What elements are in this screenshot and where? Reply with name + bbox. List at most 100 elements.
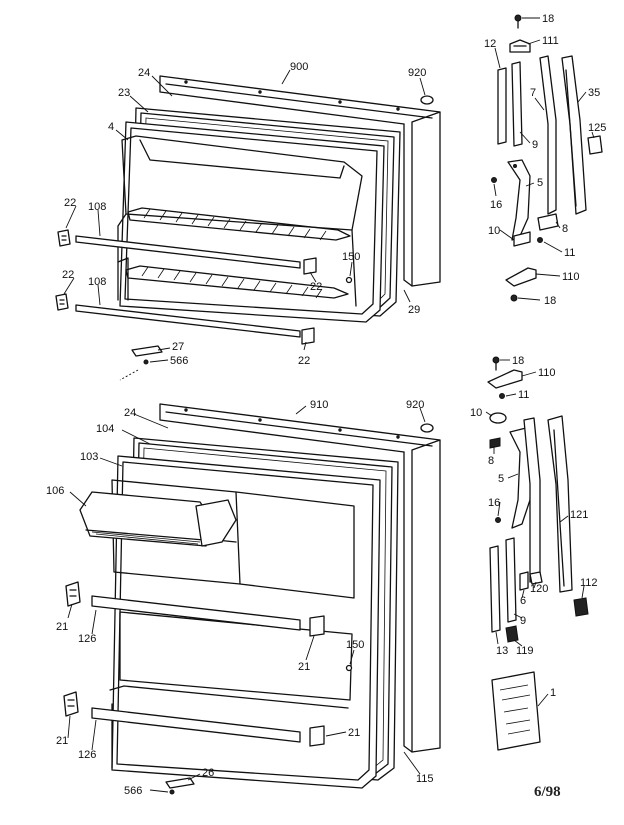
callout-8-bottom: 8: [488, 455, 494, 467]
trim-9-lower: [505, 537, 517, 623]
callout-126-a: 126: [78, 633, 96, 645]
callout-13: 13: [496, 645, 508, 657]
hinge-cover-111: [509, 39, 531, 53]
hinge-110-top: [505, 267, 537, 287]
screw-18-mid: [510, 294, 518, 302]
handle-5-top: [507, 159, 531, 241]
callout-10-bottom: 10: [470, 407, 482, 419]
screw-11-lower: [499, 393, 505, 399]
dairy-compartment-door: [79, 491, 237, 547]
fresh-food-rail-cap-left-upper: [65, 581, 81, 607]
callout-910: 910: [310, 399, 328, 411]
callout-6: 6: [520, 595, 526, 607]
callout-5-top: 5: [537, 177, 543, 189]
fresh-food-rail-cap-right-lower: [309, 725, 325, 747]
bracket-6: [519, 571, 529, 591]
callout-125: 125: [588, 122, 606, 134]
callout-121: 121: [570, 509, 588, 521]
callout-115: 115: [416, 773, 434, 785]
callout-9-top: 9: [532, 139, 538, 151]
freezer-leader-lines: [63, 69, 426, 381]
screw-18-lower: [492, 356, 500, 371]
freezer-hardware-leaders: [493, 17, 595, 301]
callout-111: 111: [542, 35, 559, 47]
bracket-10-lower: [489, 412, 507, 424]
callout-108-b: 108: [88, 276, 106, 288]
callout-900: 900: [290, 61, 308, 73]
callout-22-c: 22: [310, 281, 322, 293]
screw-18-top: [514, 14, 522, 29]
callout-12: 12: [484, 38, 496, 50]
callout-23: 23: [118, 87, 130, 99]
callout-7: 7: [530, 87, 536, 99]
callout-150-top: 150: [342, 251, 360, 263]
callout-21-a: 21: [56, 621, 68, 633]
trim-13: [489, 545, 501, 633]
screw-16-lower: [495, 517, 501, 523]
freezer-hardware-labels: 18 12 111 7 35 125 9 5 16 8 10 11 110 18: [484, 13, 606, 307]
freezer-plug-920: [420, 95, 434, 105]
callout-24-top: 24: [138, 67, 150, 79]
freezer-hardware: [491, 14, 603, 302]
screw-11-top: [537, 237, 543, 243]
screw-16-top: [491, 177, 497, 183]
callout-26: 26: [202, 767, 214, 779]
freezer-rail-cap-left-upper: [57, 229, 71, 247]
callout-110-top: 110: [562, 271, 580, 283]
freezer-door-assembly: [55, 75, 441, 365]
callout-21-d: 21: [348, 727, 360, 739]
handle-trim-7: [539, 55, 557, 215]
freezer-door-stop: [131, 345, 163, 365]
callout-10-top: 10: [488, 225, 500, 237]
callout-16-bottom: 16: [488, 497, 500, 509]
freezer-shelf-rail-upper: [75, 235, 301, 269]
callout-27: 27: [172, 341, 184, 353]
callout-18-b: 18: [544, 295, 556, 307]
callout-29: 29: [408, 304, 420, 316]
freezer-callout-labels: 900 920 24 23 4 22 108 22 108 150 22 29 …: [62, 61, 426, 367]
handle-121: [547, 415, 573, 593]
callout-11-bottom: 11: [518, 389, 529, 401]
callout-18-bottom: 18: [512, 355, 524, 367]
hinge-110-lower: [487, 369, 523, 389]
fresh-food-door-stop: [165, 777, 195, 795]
freezer-rail-cap-right-lower: [301, 327, 315, 345]
callout-18-a: 18: [542, 13, 554, 25]
callout-150-bottom: 150: [346, 639, 364, 651]
fresh-food-callout-labels: 910 920 24 104 103 106 21 126 150 21 21 …: [46, 399, 434, 797]
fresh-food-rail-cap-left-lower: [63, 691, 79, 717]
owners-manual-1: [491, 671, 541, 751]
callout-22-b: 22: [62, 269, 74, 281]
freezer-upper-shelf: [127, 207, 351, 241]
freezer-rail-cap-left-lower: [55, 293, 69, 311]
bracket-8-top: [537, 213, 559, 231]
trim-9-top: [511, 61, 523, 147]
trim-12: [497, 67, 507, 145]
end-cap-125: [587, 135, 603, 155]
fresh-food-hardware-labels: 18 110 11 10 8 5 16 121 120 6 9 112 13 1…: [470, 355, 598, 699]
handle-35: [561, 55, 587, 215]
cap-119: [505, 625, 519, 643]
callout-22-d: 22: [298, 355, 310, 367]
callout-110-bottom: 110: [538, 367, 556, 379]
callout-120: 120: [530, 583, 548, 595]
callout-4: 4: [108, 121, 114, 133]
callout-21-b: 21: [298, 661, 310, 673]
fresh-food-shelf-rail-lower: [91, 707, 301, 743]
callout-24-bottom: 24: [124, 407, 136, 419]
cap-112: [573, 597, 589, 617]
bracket-8-lower: [489, 437, 501, 449]
callout-11-top: 11: [564, 247, 575, 259]
freezer-shelf-rail-lower: [75, 304, 301, 338]
hinge-bracket-10: [513, 231, 531, 247]
callout-8-top: 8: [562, 223, 568, 235]
freezer-lower-shelf: [117, 257, 349, 301]
callout-566-top: 566: [170, 355, 188, 367]
fresh-food-screw-150: [345, 664, 353, 672]
date-stamp: 6/98: [534, 784, 561, 800]
callout-35: 35: [588, 87, 600, 99]
freezer-rail-cap-right-upper: [303, 257, 317, 275]
callout-104: 104: [96, 423, 114, 435]
callout-103: 103: [80, 451, 98, 463]
